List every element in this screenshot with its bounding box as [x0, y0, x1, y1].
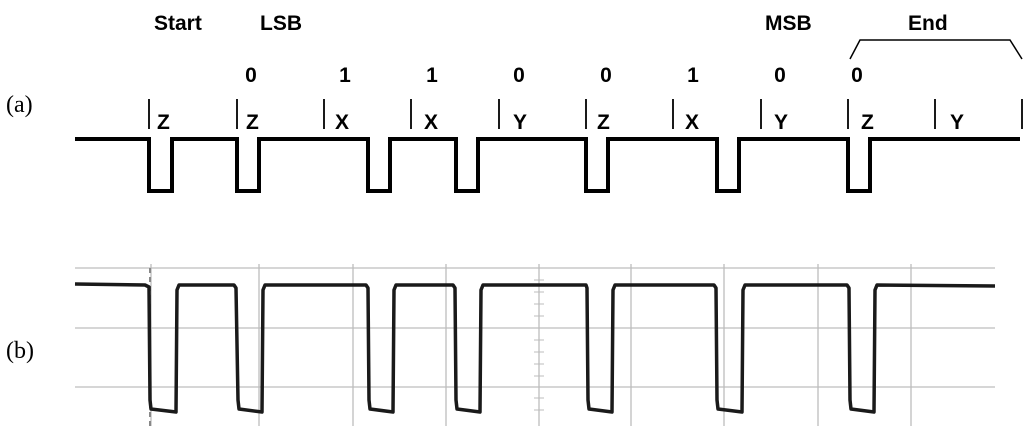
bit-values: 0 1 1 0 0 1 0 0 [245, 64, 863, 87]
ideal-waveform [75, 137, 1020, 193]
symbol-labels: Z Z X X Y Z X Y Z Y [157, 111, 964, 134]
symbol-label: Y [774, 111, 788, 134]
scope-center-axis-ticks [534, 279, 544, 411]
symbol-label: X [424, 111, 438, 134]
end-bracket [849, 39, 1023, 60]
symbol-label: Z [597, 111, 610, 134]
symbol-label: Z [157, 111, 170, 134]
symbol-label: X [335, 111, 349, 134]
symbol-label: Z [246, 111, 259, 134]
oscilloscope-panel [74, 264, 996, 426]
bit-value: 0 [774, 64, 786, 87]
end-label: End [908, 12, 948, 35]
bit-value: 1 [687, 64, 699, 87]
bit-value: 0 [600, 64, 612, 87]
symbol-label: X [685, 111, 699, 134]
panel-b-label: (b) [6, 338, 34, 364]
measured-waveform [74, 282, 996, 414]
symbol-label: Z [861, 111, 874, 134]
slot-ticks [148, 99, 1023, 129]
bit-value: 0 [513, 64, 525, 87]
bit-value: 0 [851, 64, 863, 87]
panel-a-label: (a) [6, 92, 33, 118]
bit-value: 1 [426, 64, 438, 87]
lsb-label: LSB [260, 12, 302, 35]
start-label: Start [154, 12, 202, 35]
symbol-label: Y [950, 111, 964, 134]
bit-value: 1 [339, 64, 351, 87]
bit-value: 0 [245, 64, 257, 87]
msb-label: MSB [765, 12, 812, 35]
symbol-label: Y [513, 111, 527, 134]
scope-grid [75, 264, 995, 426]
